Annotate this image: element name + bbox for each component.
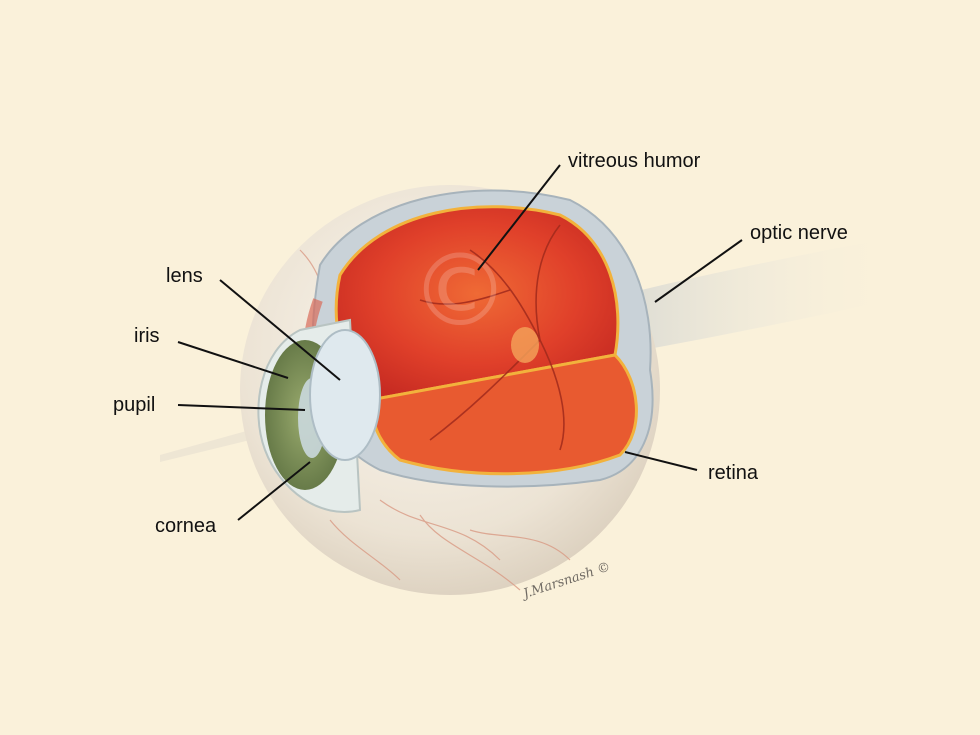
leader-lens [219, 279, 341, 381]
label-vitreous-humor: vitreous humor [568, 150, 701, 172]
leader-optic-nerve [654, 239, 743, 303]
label-optic-nerve: optic nerve [750, 222, 848, 244]
optic-disc [511, 327, 539, 363]
label-retina: retina [708, 462, 759, 484]
lens [309, 329, 381, 461]
label-cornea: cornea [155, 515, 217, 537]
vitreous-lower [368, 353, 638, 476]
label-pupil: pupil [113, 394, 156, 416]
leader-vitreous [477, 164, 561, 271]
label-lens: lens [166, 265, 203, 287]
leader-iris [177, 341, 289, 379]
retinal-vessels [419, 224, 565, 451]
leader-retina [624, 451, 698, 471]
leader-cornea [237, 461, 311, 521]
optic-nerve [600, 240, 890, 355]
sclera-vessels [299, 249, 571, 591]
leader-pupil [177, 404, 306, 411]
label-iris: iris [134, 325, 160, 347]
